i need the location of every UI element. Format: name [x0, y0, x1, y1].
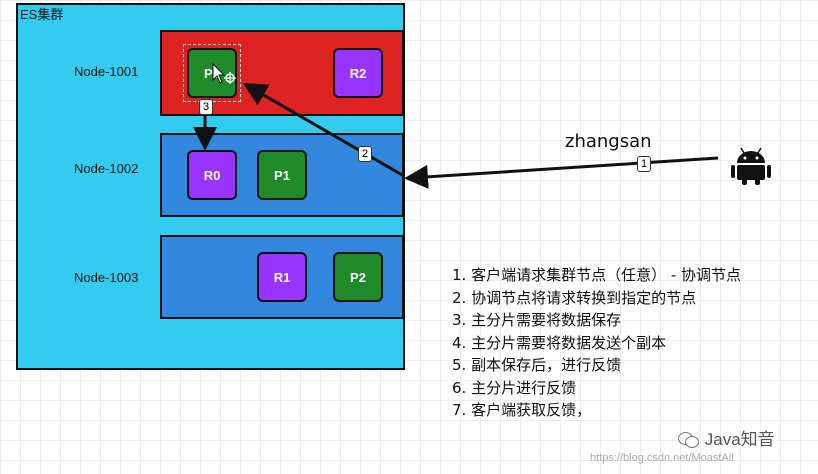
step-item: 2. 协调节点将请求转换到指定的节点	[452, 288, 697, 307]
shard-r2-label: R2	[349, 65, 367, 81]
shard-r1: R1	[257, 252, 307, 302]
node-1003-label: Node-1003	[74, 270, 139, 285]
client-name: zhangsan	[565, 131, 652, 152]
arrow-label-1: 1	[637, 156, 652, 172]
arrow-step-2	[242, 83, 405, 178]
shard-r0-label: R0	[203, 167, 221, 183]
node-1002-label: Node-1002	[74, 161, 139, 176]
shard-p2-label: P2	[350, 269, 366, 285]
arrow-label-3: 3	[199, 99, 214, 115]
watermark: Java知音	[678, 425, 775, 450]
shard-p2: P2	[333, 252, 383, 302]
step-item: 3. 主分片需要将数据保存	[452, 311, 622, 329]
shard-p1: P1	[257, 150, 307, 200]
watermark-text: Java知音	[704, 430, 775, 449]
step-item: 5. 副本保存后，进行反馈	[452, 356, 622, 374]
shard-p1-label: P1	[274, 167, 290, 183]
step-item: 6. 主分片进行反馈	[452, 378, 577, 397]
source-url: https://blog.csdn.net/MoastAll	[590, 452, 734, 464]
node-1001-label: Node-1001	[74, 64, 139, 79]
shard-r0: R0	[187, 150, 237, 200]
steps-list: 1. 客户端请求集群节点（任意） - 协调节点 2. 协调节点将请求转换到指定的…	[452, 264, 772, 422]
step-item: 7. 客户端获取反馈，	[452, 401, 592, 419]
move-cursor-icon	[212, 62, 236, 84]
shard-r2: R2	[333, 48, 383, 98]
arrow-step-1	[404, 156, 719, 189]
arrow-label-2: 2	[358, 146, 373, 162]
step-item: 4. 主分片需要将数据发送个副本	[452, 333, 667, 352]
shard-p0: P0	[187, 48, 237, 98]
shard-r1-label: R1	[273, 269, 291, 285]
step-item: 1. 客户端请求集群节点（任意） - 协调节点	[452, 266, 742, 284]
android-icon	[731, 147, 771, 185]
wechat-icon	[678, 431, 700, 448]
cluster-title: ES集群	[20, 7, 64, 22]
